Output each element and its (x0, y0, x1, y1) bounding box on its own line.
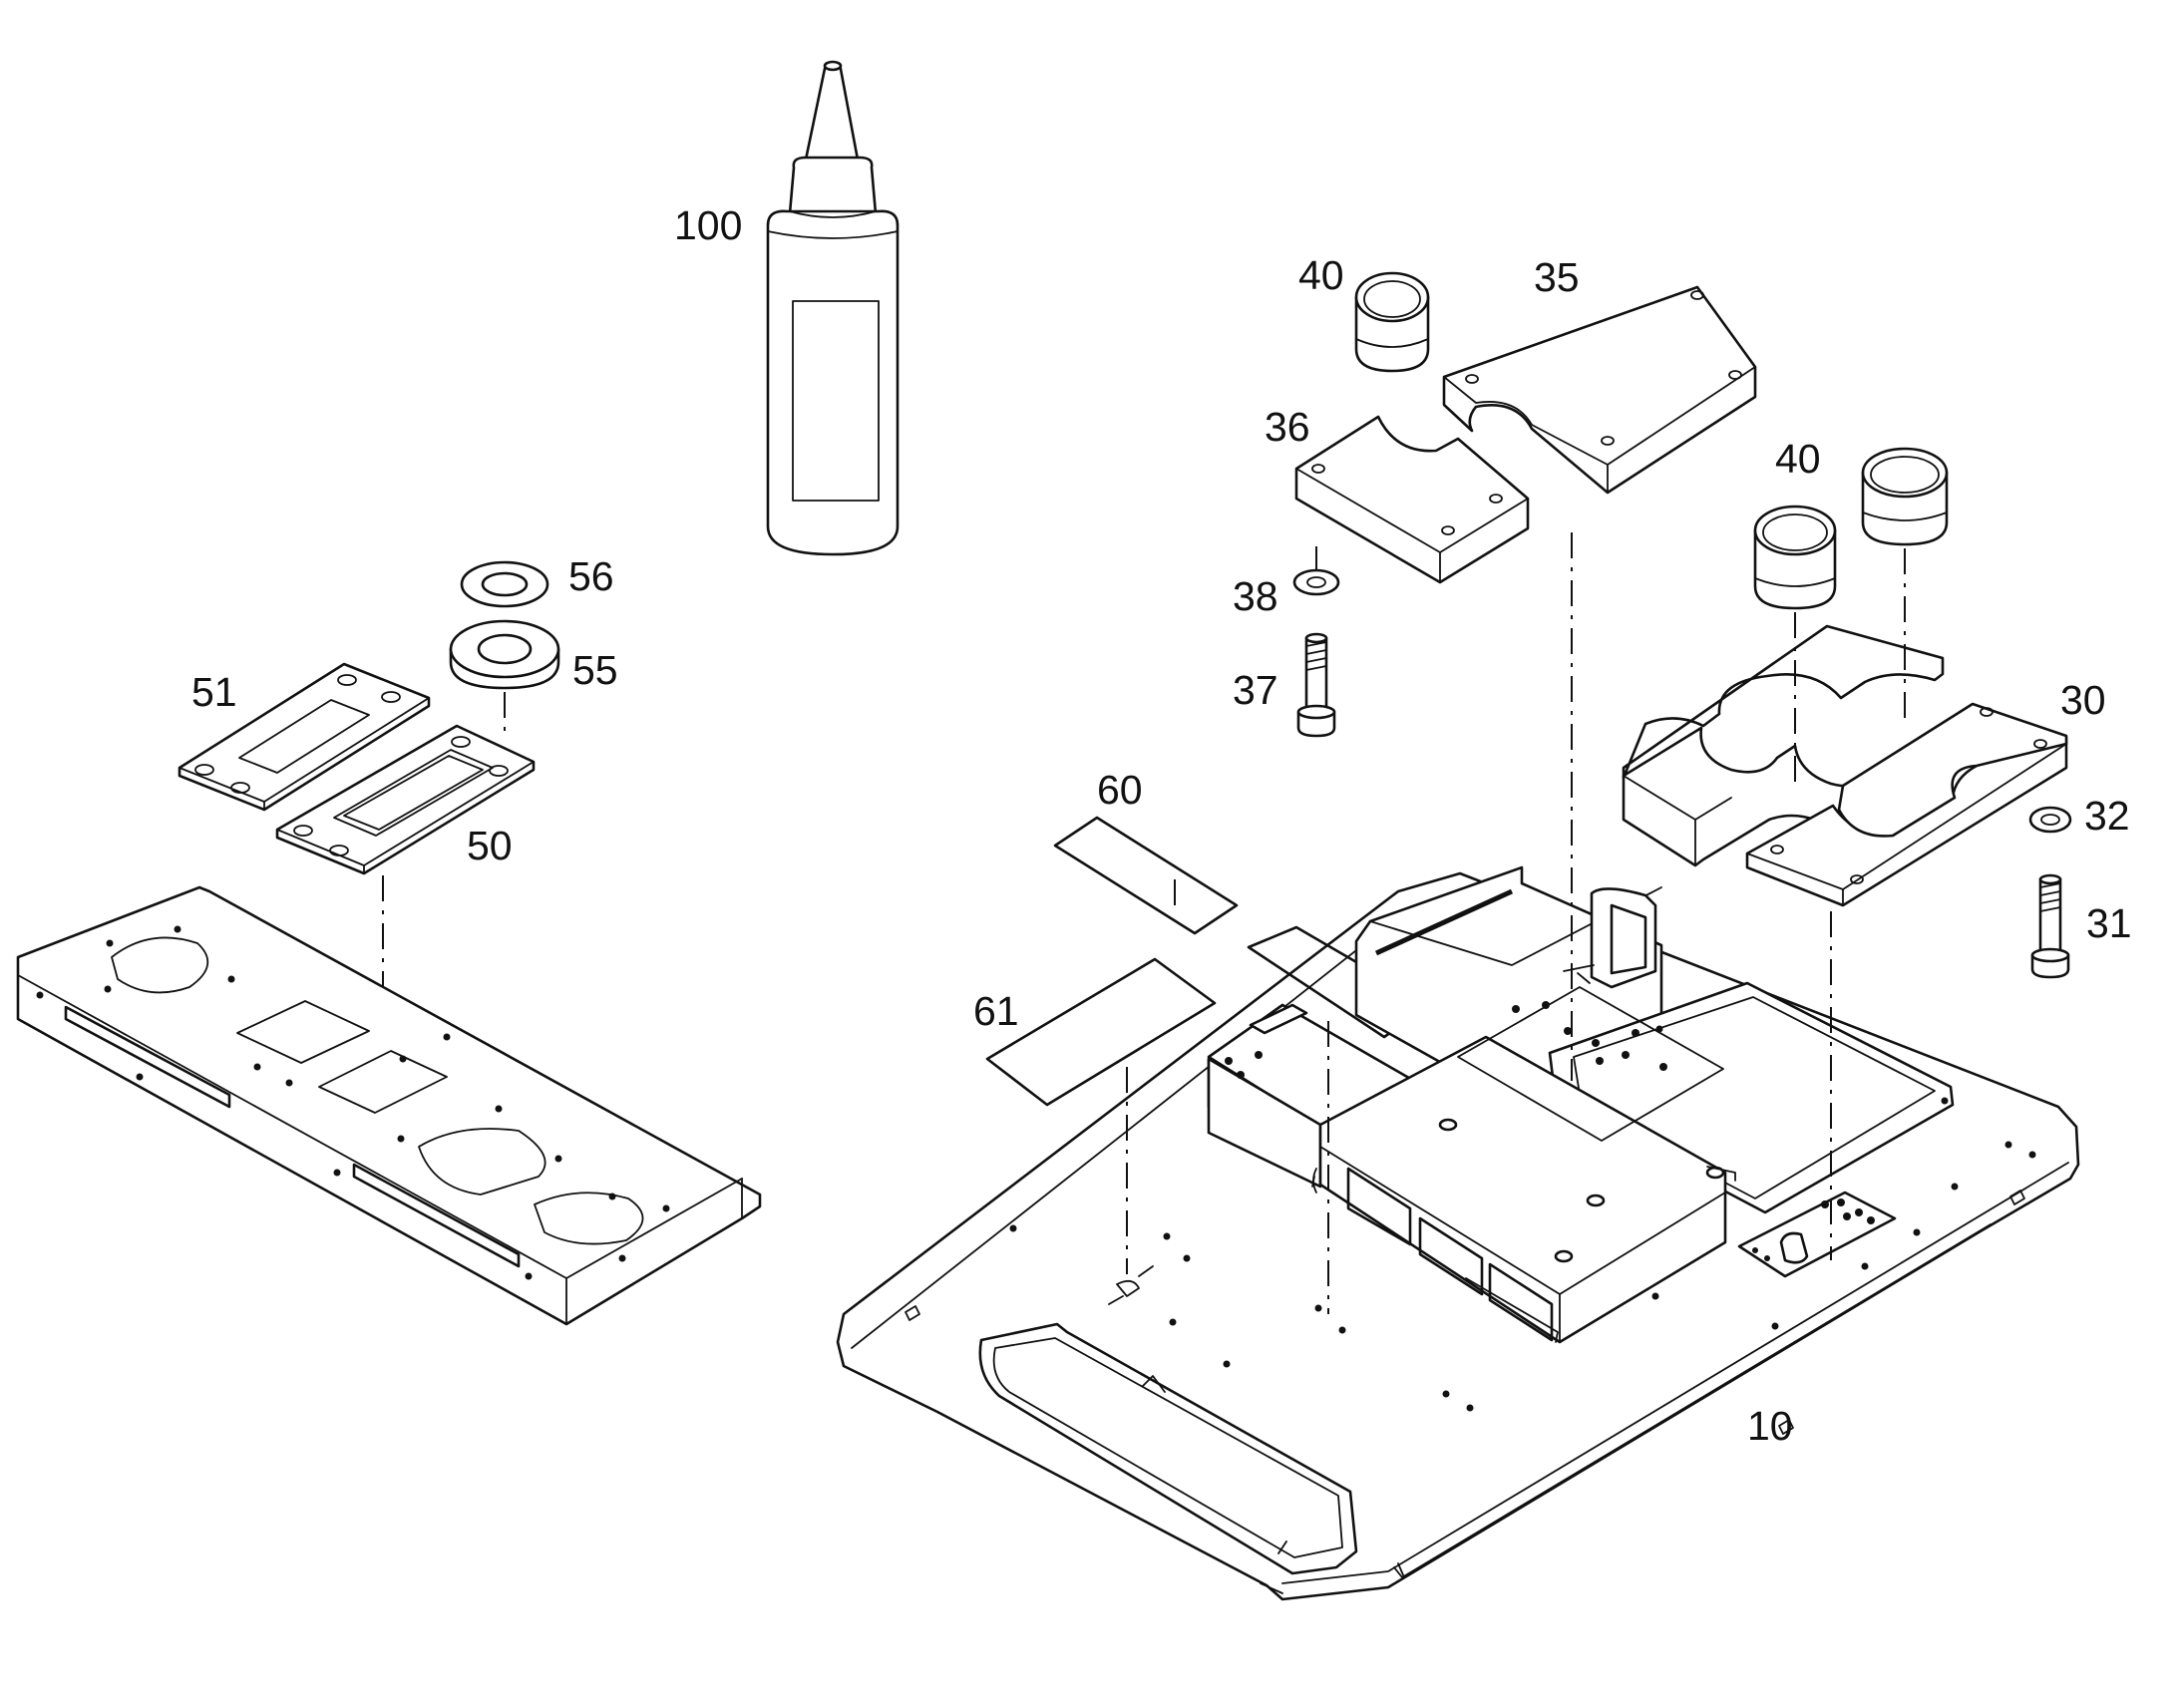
bushing-part-40-right-b (1861, 447, 1949, 546)
callout-51: 51 (191, 669, 237, 715)
bottle-part-100 (766, 60, 900, 556)
callout-50: 50 (467, 823, 513, 868)
callout-56: 56 (568, 553, 614, 599)
plate-part-30-lower (1745, 702, 2068, 907)
bushing-part-55 (449, 619, 560, 690)
callout-32: 32 (2084, 793, 2130, 839)
washer-part-56 (460, 560, 549, 608)
callout-36: 36 (1265, 404, 1310, 450)
plate-part-30-front (1622, 718, 1957, 867)
gasket-part-50 (275, 724, 536, 875)
callout-37: 37 (1233, 667, 1278, 713)
callout-38: 38 (1233, 573, 1278, 619)
callout-30: 30 (2060, 677, 2106, 723)
base-plate-part-10 (836, 865, 2080, 1601)
frame-panel-left (16, 885, 762, 1326)
washer-part-38 (1292, 568, 1340, 596)
bolt-part-37 (1296, 632, 1336, 738)
callout-61: 61 (973, 988, 1019, 1034)
plate-part-30-back (1622, 624, 1945, 780)
callout-40-top: 40 (1298, 252, 1344, 298)
plate-part-35 (1442, 285, 1757, 495)
bolt-part-31 (2030, 873, 2070, 979)
callouts: 100 56 55 51 50 40 35 36 40 38 37 30 32 … (191, 202, 2132, 1449)
callout-40-right: 40 (1775, 436, 1821, 482)
bushing-part-40-right-a (1753, 505, 1837, 610)
label-part-61 (985, 957, 1217, 1107)
bushing-part-40-top (1354, 271, 1430, 373)
callout-100: 100 (674, 202, 742, 248)
callout-31: 31 (2086, 900, 2132, 946)
washer-part-32 (2028, 806, 2072, 834)
gasket-part-51 (178, 662, 431, 812)
callout-60: 60 (1097, 767, 1143, 813)
plate-part-36 (1294, 415, 1530, 584)
callout-10: 10 (1747, 1403, 1793, 1449)
callout-35: 35 (1534, 254, 1580, 300)
label-part-60 (1053, 816, 1239, 935)
callout-55: 55 (572, 647, 618, 693)
